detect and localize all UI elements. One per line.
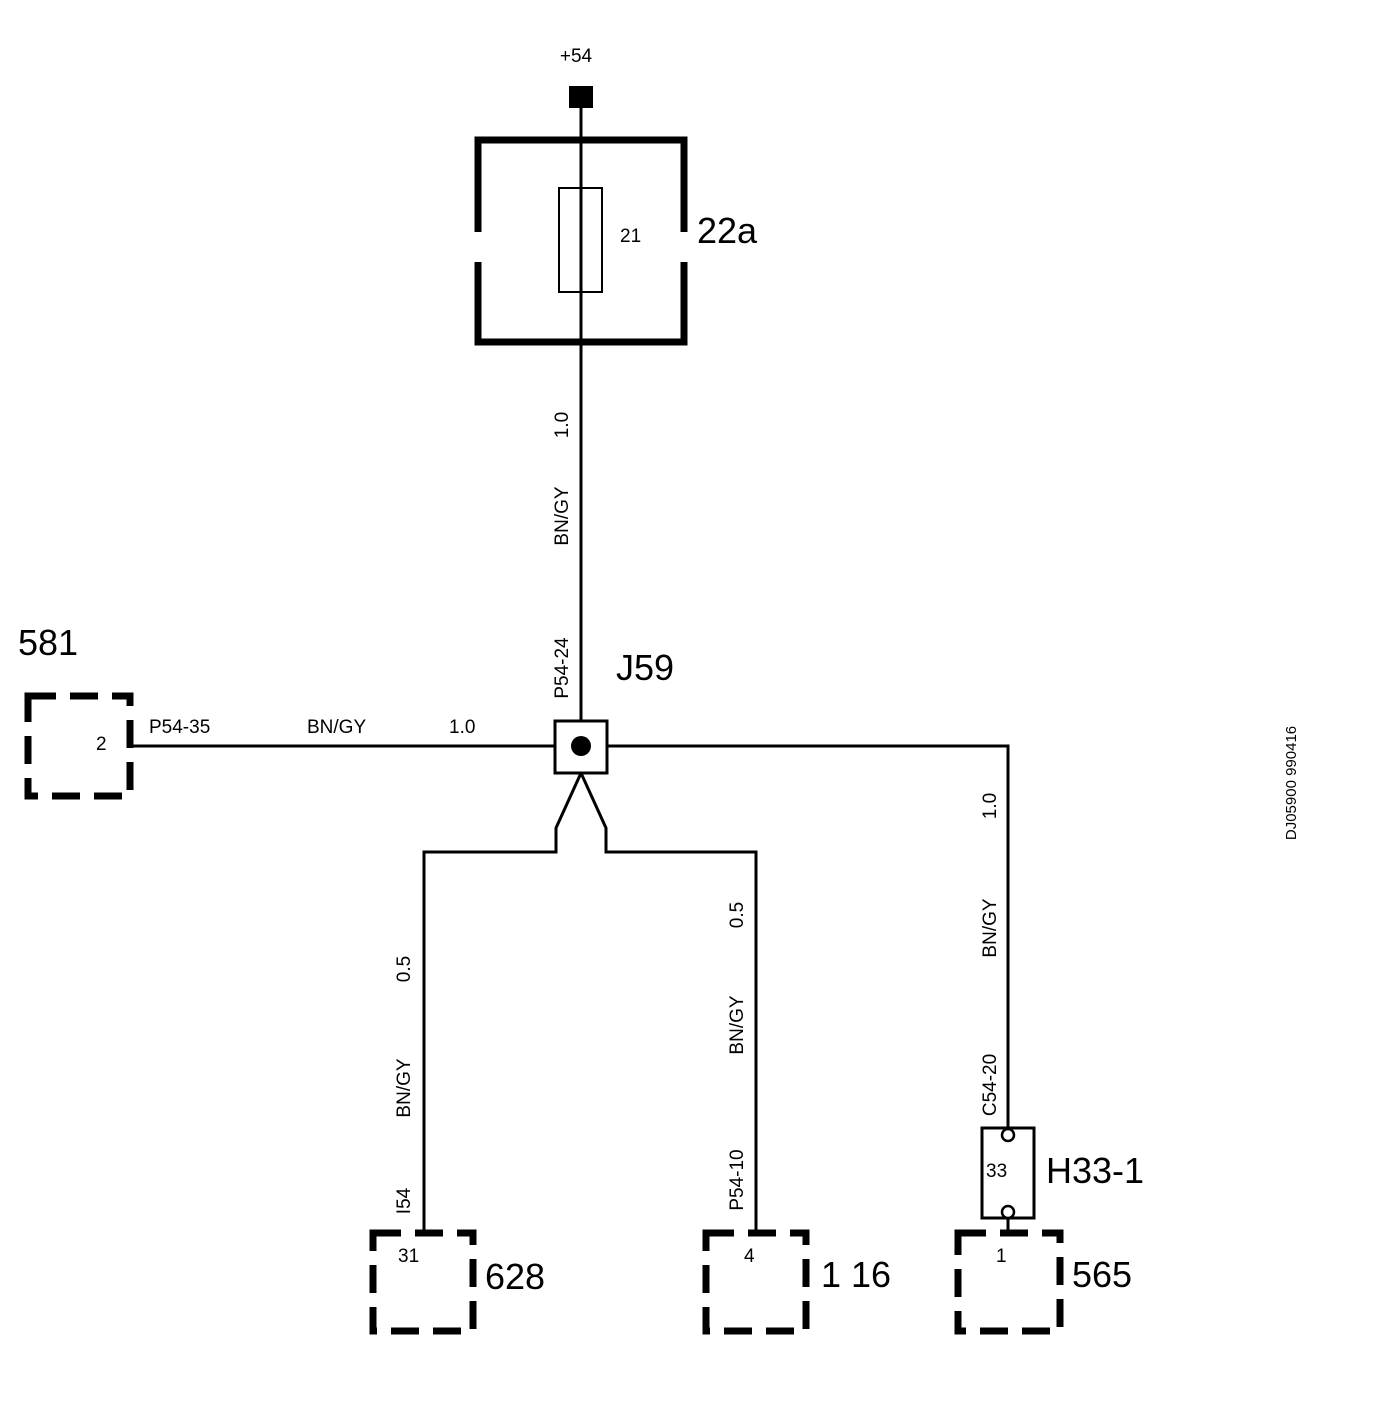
inline-connector-h33-1	[980, 1126, 1036, 1220]
main-wire-connector: P54-24	[552, 637, 573, 699]
left-branch-color: BN/GY	[307, 717, 366, 738]
fuse-component-id: 22a	[697, 210, 758, 251]
component-628-box	[369, 1229, 477, 1335]
main-wire-color: BN/GY	[552, 486, 573, 545]
branch-116-color: BN/GY	[727, 995, 748, 1054]
fuse-box-outline	[474, 136, 688, 346]
branch-628-size: 0.5	[394, 956, 415, 982]
inline-connector-top-terminal	[1000, 1127, 1016, 1143]
inline-connector-label: H33-1	[1046, 1150, 1144, 1191]
inline-connector-pin: 33	[986, 1161, 1007, 1182]
branch-116-wire	[579, 772, 758, 1233]
component-565-label: 565	[1072, 1254, 1132, 1295]
branch-565-color: BN/GY	[980, 898, 1001, 957]
branch-565-size: 1.0	[980, 793, 1001, 819]
branch-628-connector: I54	[394, 1187, 415, 1214]
component-581-box	[24, 692, 134, 800]
branch-116-size: 0.5	[727, 902, 748, 928]
fuse-number: 21	[620, 226, 641, 247]
inline-connector-bottom-terminal	[1000, 1204, 1016, 1220]
left-branch-size: 1.0	[449, 717, 475, 738]
component-581-pin: 2	[96, 734, 107, 755]
component-116-label: 1 16	[821, 1254, 891, 1295]
component-565-pin: 1	[996, 1246, 1007, 1267]
junction-label: J59	[616, 647, 674, 688]
component-628-pin: 31	[398, 1246, 419, 1267]
junction-dot	[571, 736, 591, 756]
main-wire-size: 1.0	[552, 412, 573, 438]
component-116-pin: 4	[744, 1246, 755, 1267]
supply-label: +54	[560, 46, 593, 67]
branch-628-color: BN/GY	[394, 1058, 415, 1117]
component-116-box	[702, 1229, 810, 1335]
left-branch-connector: P54-35	[149, 717, 210, 738]
component-581-label: 581	[18, 622, 78, 663]
right-branch-wire	[607, 744, 1010, 1128]
supply-terminal	[569, 86, 593, 108]
document-reference: DJ05900 990416	[1283, 726, 1300, 840]
branch-628-wire	[422, 772, 583, 1233]
component-628-label: 628	[485, 1256, 545, 1297]
component-565-box	[954, 1229, 1064, 1335]
branch-116-connector: P54-10	[727, 1149, 748, 1210]
branch-565-connector: C54-20	[980, 1054, 1001, 1116]
